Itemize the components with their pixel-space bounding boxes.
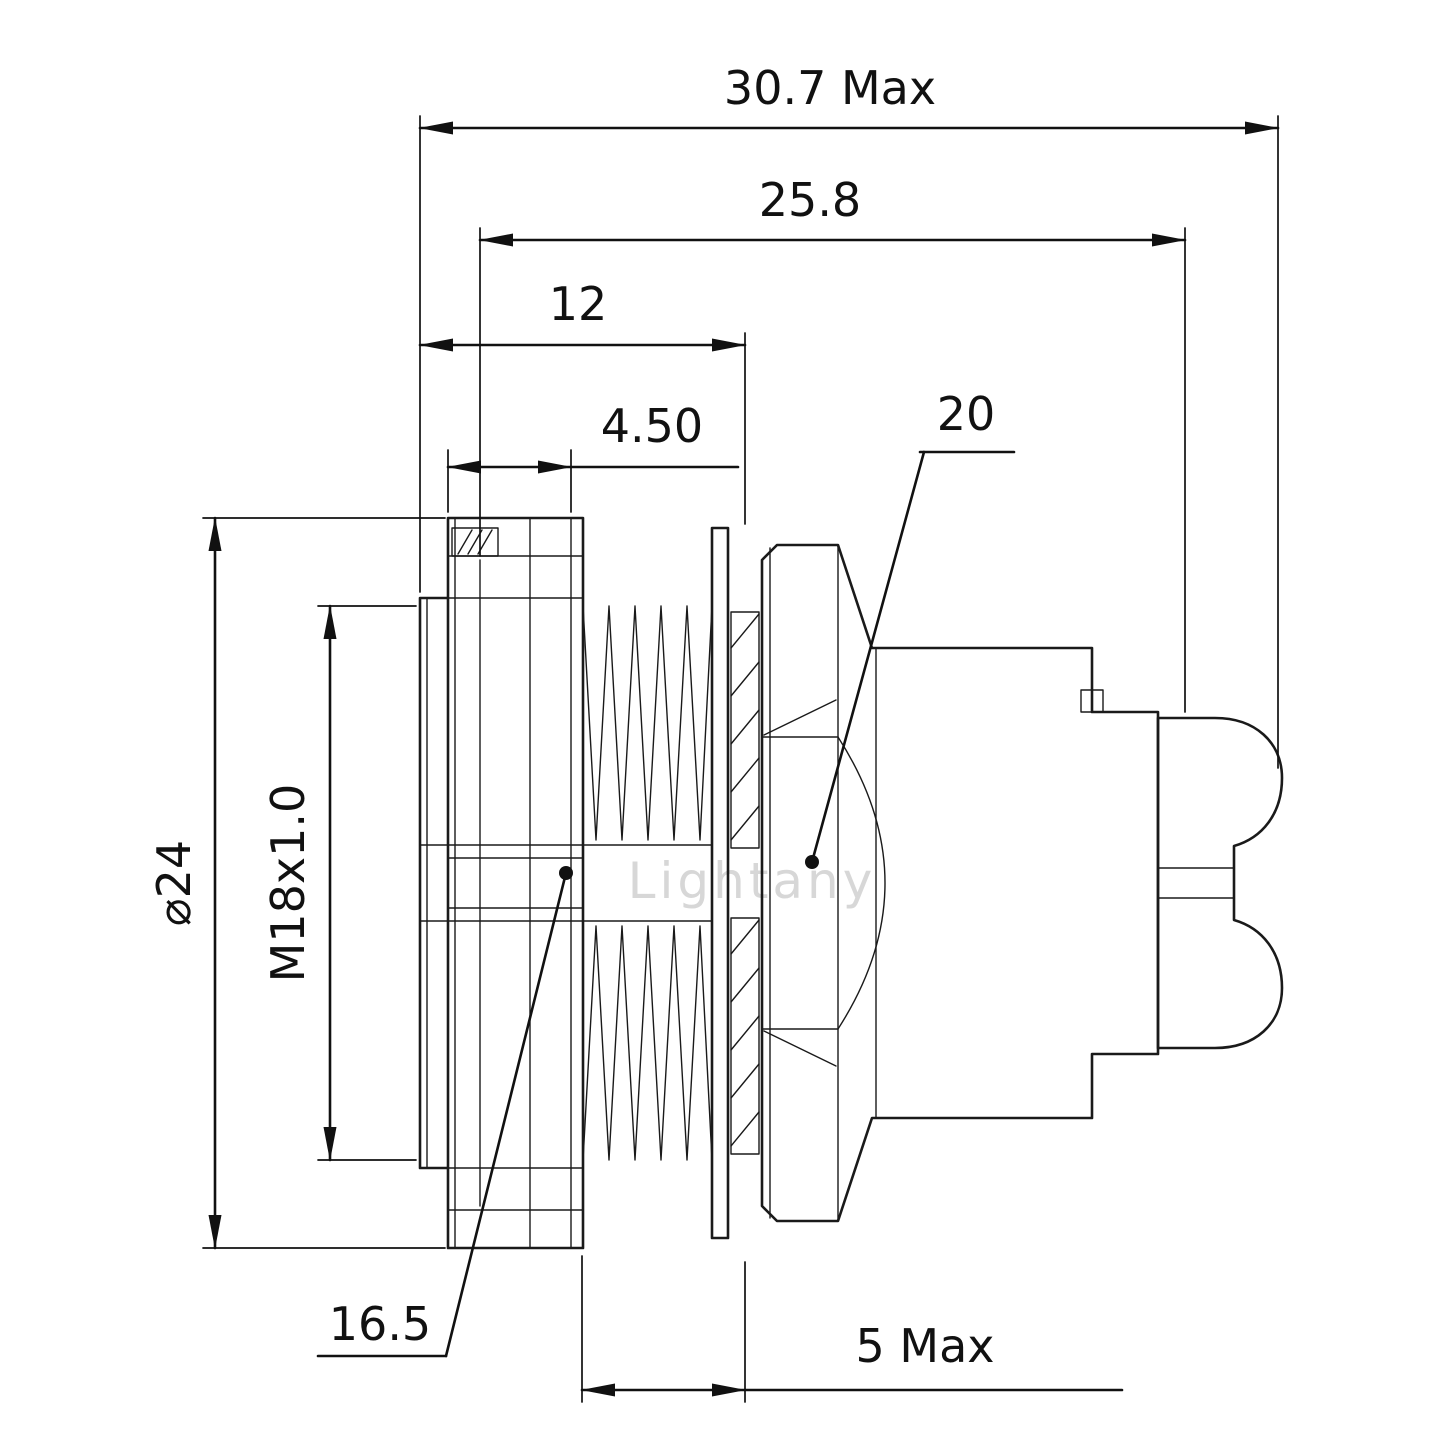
engraving-mark [451, 527, 499, 557]
part-back-shell [760, 543, 1160, 1223]
part-front-shell [418, 516, 585, 1250]
dimension-front-length: 12 [418, 277, 747, 525]
dimension-overall-length: 30.7 Max [418, 61, 1280, 769]
part-panel-plate [710, 526, 730, 1240]
dim-label-panel: 5 Max [856, 1319, 995, 1373]
dim-label-overall: 30.7 Max [724, 61, 936, 115]
dim-label-front-bore: 16.5 [329, 1297, 431, 1351]
dimension-body-length: 25.8 [478, 173, 1187, 713]
leader-dot-20 [805, 855, 819, 869]
part-lock-washer [730, 611, 760, 1155]
leader-dot-16-5 [559, 866, 573, 880]
part-thread-section [582, 605, 713, 1161]
dimension-outer-diameter: ⌀24 [147, 516, 446, 1250]
dim-label-nut: 4.50 [601, 399, 703, 453]
dim-label-back-bore: 20 [937, 387, 996, 441]
watermark-text: Lightany [628, 852, 877, 910]
leader-back-bore-20: 20 [805, 387, 1016, 869]
part-rear-boot [1156, 716, 1284, 1050]
dimension-nut-width: 4.50 [446, 399, 740, 513]
dim-label-front: 12 [549, 277, 608, 331]
dimension-panel-thickness: 5 Max [580, 1255, 1124, 1403]
dimension-thread: M18x1.0 [261, 604, 417, 1162]
dim-label-diameter: ⌀24 [147, 840, 201, 926]
dim-label-thread: M18x1.0 [261, 784, 315, 983]
vent-nub [1080, 689, 1104, 713]
dim-label-body: 25.8 [759, 173, 861, 227]
leader-front-bore-16-5: 16.5 [316, 866, 573, 1358]
